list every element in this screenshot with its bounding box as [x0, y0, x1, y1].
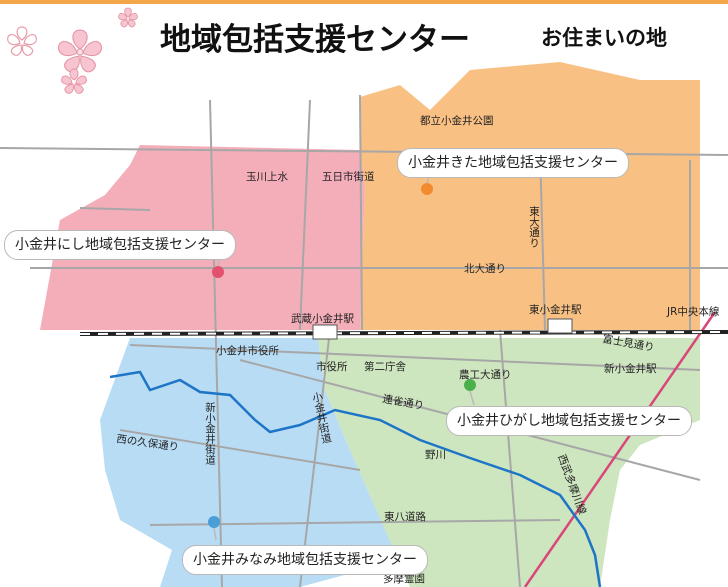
district-north: [360, 62, 700, 330]
label-kita-odori: 北大通り: [464, 262, 506, 275]
minami-callout-pointer: [213, 527, 217, 541]
label-tama-reien: 多摩霊園: [383, 572, 425, 585]
label-tamagawa: 玉川上水: [246, 171, 288, 183]
label-daini: 第二庁舎: [364, 360, 406, 373]
label-higashi-koganei: 東小金井駅: [529, 303, 582, 316]
minami-center-dot: [208, 516, 220, 528]
label-noko: 農工大通り: [459, 368, 512, 381]
nishi-center-label[interactable]: 小金井にし地域包括支援センター: [4, 230, 236, 260]
label-higashi-odori: 東大通り: [528, 205, 540, 248]
jr-chuo-line: [79, 318, 728, 340]
nogawa-river: [109, 370, 602, 587]
label-musashi-koganei: 武蔵小金井駅: [291, 312, 354, 325]
label-higashi-hachi: 東八道路: [384, 510, 426, 523]
label-jr-line: JR中央本線: [666, 305, 720, 318]
kita-center-label[interactable]: 小金井きた地域包括支援センター: [397, 148, 629, 178]
higashi-center-label[interactable]: 小金井ひがし地域包括支援センター: [446, 406, 692, 436]
label-shiyakusho: 市役所: [316, 360, 348, 373]
label-itsukaichi: 五日市街道: [322, 170, 375, 183]
minami-center-label[interactable]: 小金井みなみ地域包括支援センター: [182, 545, 428, 575]
label-city-hall: 小金井市役所: [216, 344, 279, 357]
kita-center-dot: [421, 183, 433, 195]
label-shinkoganei-station: 新小金井駅: [604, 362, 657, 375]
higashi-callout-pointer: [469, 390, 475, 406]
higashi-center-dot: [464, 379, 476, 391]
page-subtitle: お住まいの地: [541, 26, 667, 50]
label-park: 都立小金井公園: [420, 114, 494, 127]
district-east: [318, 338, 700, 587]
nishi-center-dot: [212, 266, 224, 278]
seibu-tamagawa-line: [523, 311, 717, 587]
header-accent-bar: [0, 0, 728, 4]
label-nogawa: 野川: [425, 449, 446, 461]
sakura-flower-icon: [7, 26, 37, 56]
sakura-flower-icon: [58, 7, 138, 94]
label-shinkoganei-kaido: 新小金井街道: [204, 401, 216, 465]
page-title: 地域包括支援センター: [160, 22, 470, 58]
roads: [0, 94, 728, 587]
